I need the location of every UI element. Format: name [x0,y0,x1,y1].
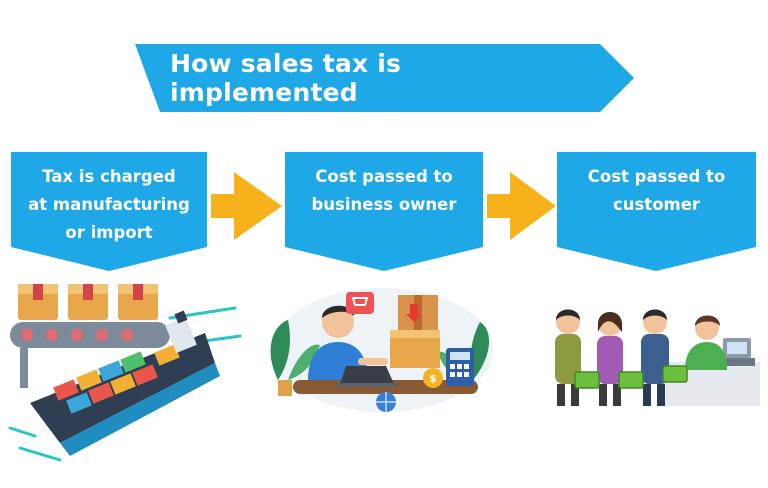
laptop-icon [336,366,398,387]
plant-pot-icon [278,380,292,396]
plant-icon [270,320,320,380]
svg-text:$: $ [429,372,437,385]
step-1-line-1: Tax is charged [42,167,176,186]
arrow-1-icon [211,172,282,240]
step-3-line-2: customer [612,195,701,214]
arrow-2-icon [487,172,556,240]
boxes-icon [390,295,440,368]
shopping-cart-icon [346,292,374,314]
box-icon [118,284,158,320]
step-2-line-1: Cost passed to [315,167,453,186]
cash-register-icon [719,338,755,366]
step-2-line-2: business owner [311,195,457,214]
conveyor-belt-icon [10,322,170,388]
globe-icon [376,392,396,412]
step-1-text: Tax is charged at manufacturing or impor… [11,163,207,247]
step-1-line-3: or import [65,223,153,242]
step-3-line-1: Cost passed to [587,167,726,186]
cashier-icon [685,315,727,370]
checkout-line-illustration [555,309,760,406]
page-title: How sales tax is implemented [170,49,402,107]
customer-icon [641,309,669,406]
box-icon [68,284,108,320]
customer-icon [597,312,623,406]
customer-icon [555,309,581,406]
step-3-text: Cost passed to customer [557,163,756,219]
box-icon [18,284,58,320]
calculator-icon [446,348,474,386]
coin-icon: $ [423,368,443,388]
cargo-ship-icon [30,310,220,456]
step-2-text: Cost passed to business owner [285,163,483,219]
cargo-ship-illustration [8,284,242,462]
business-owner-illustration: $ [270,288,493,412]
basket-icon [574,365,688,389]
step-1-line-2: at manufacturing [28,195,190,214]
